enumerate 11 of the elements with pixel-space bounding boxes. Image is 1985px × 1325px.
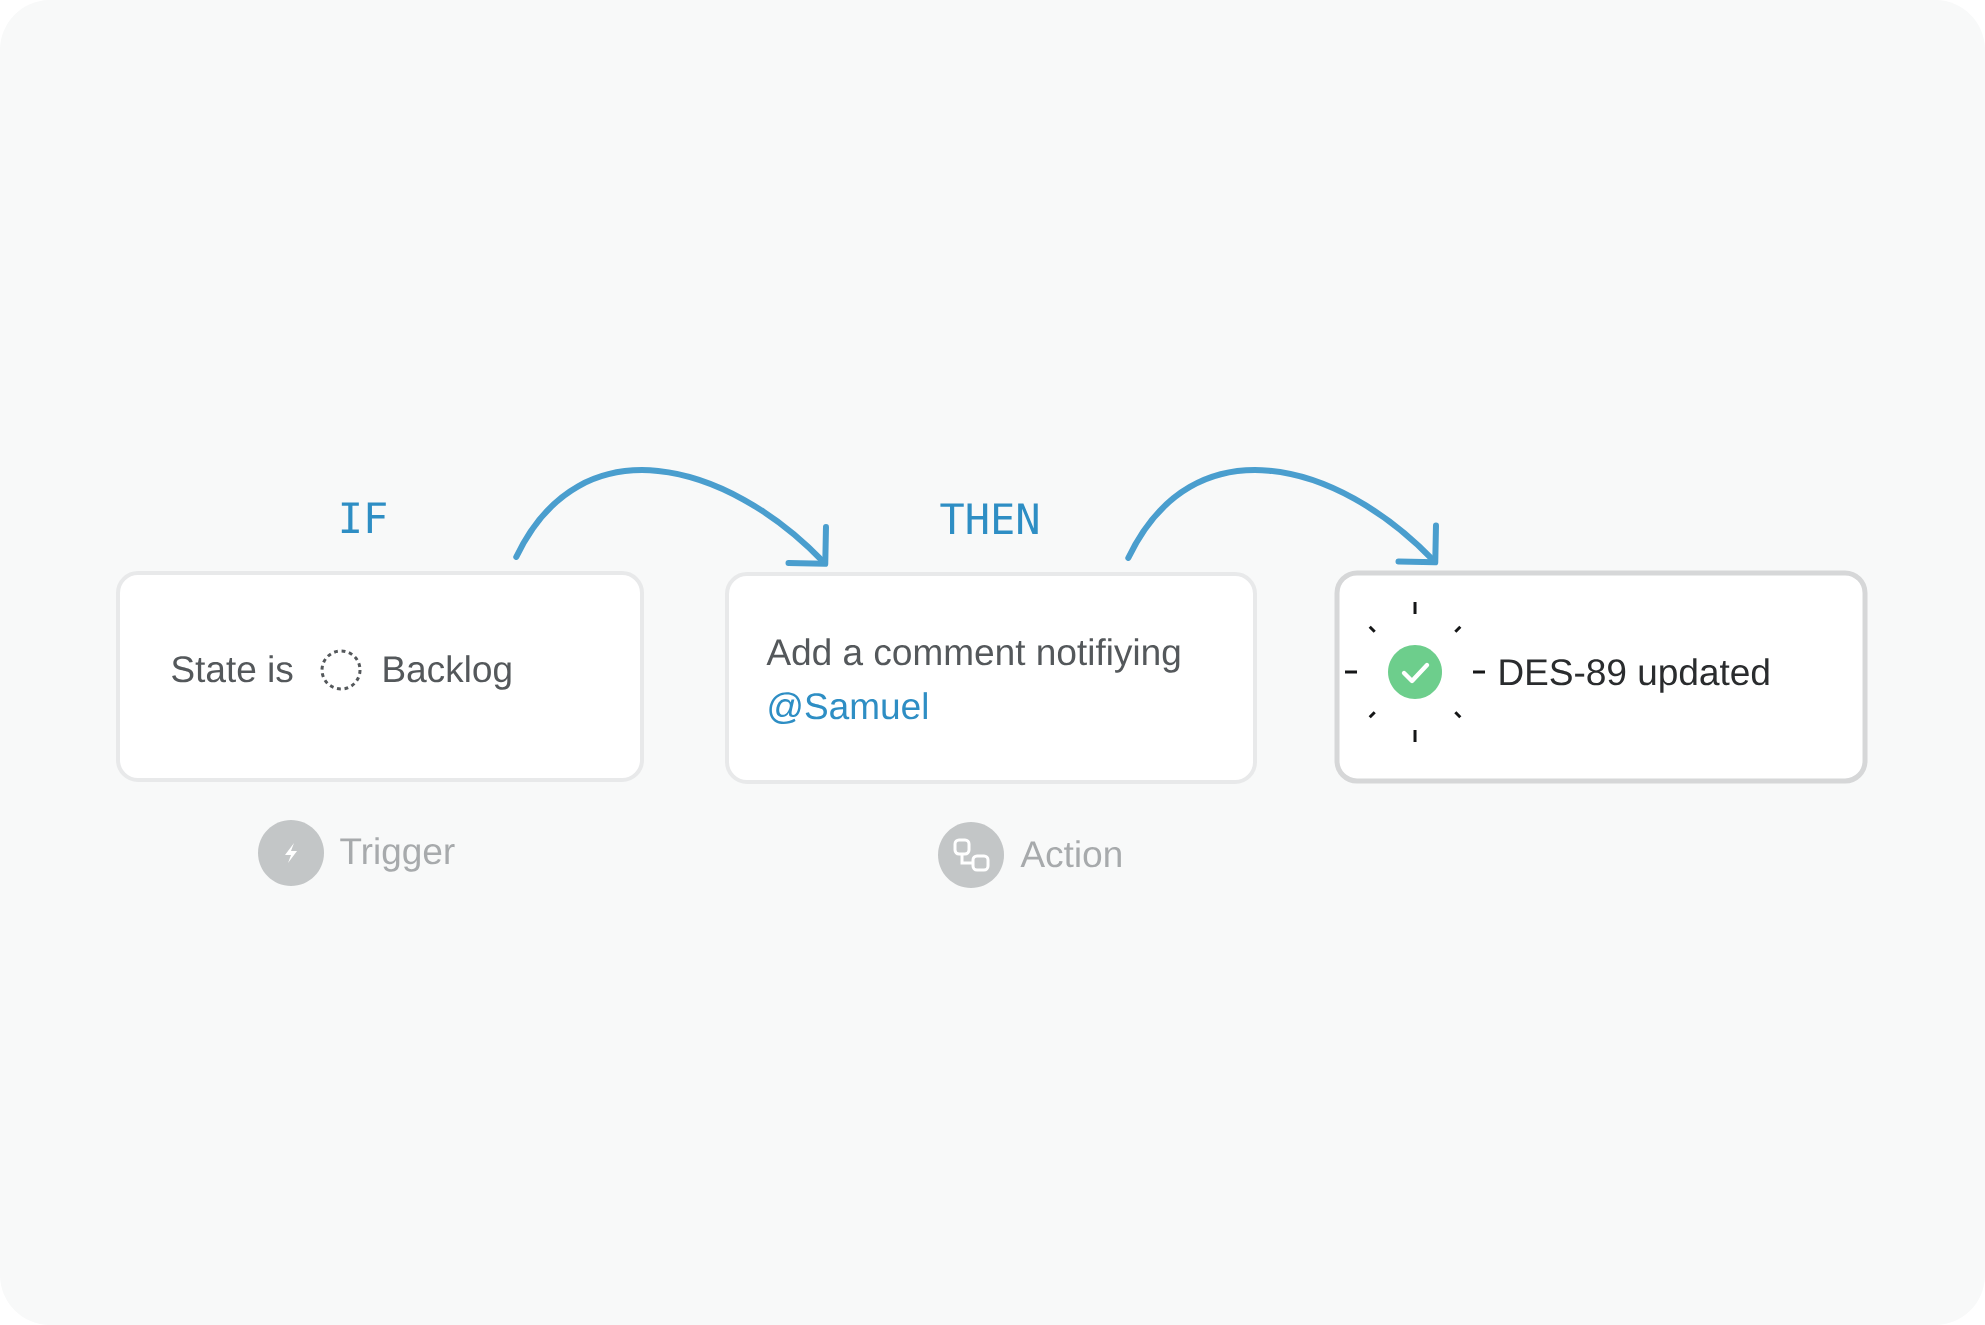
action-text: Add a comment notifiying (766, 638, 1180, 673)
step-heading: THEN (940, 503, 1038, 534)
state-value-text: Backlog (384, 655, 511, 690)
curved-arrow (1125, 467, 1439, 566)
curved-arrow (513, 467, 829, 567)
status-text: DES-89 updated (1500, 658, 1769, 693)
condition-text: State is (172, 655, 293, 683)
step-heading: IF (341, 502, 386, 533)
mention-text: @Samuel (769, 692, 927, 725)
step-label: Trigger (340, 837, 455, 872)
step-label: Action (1020, 840, 1121, 868)
